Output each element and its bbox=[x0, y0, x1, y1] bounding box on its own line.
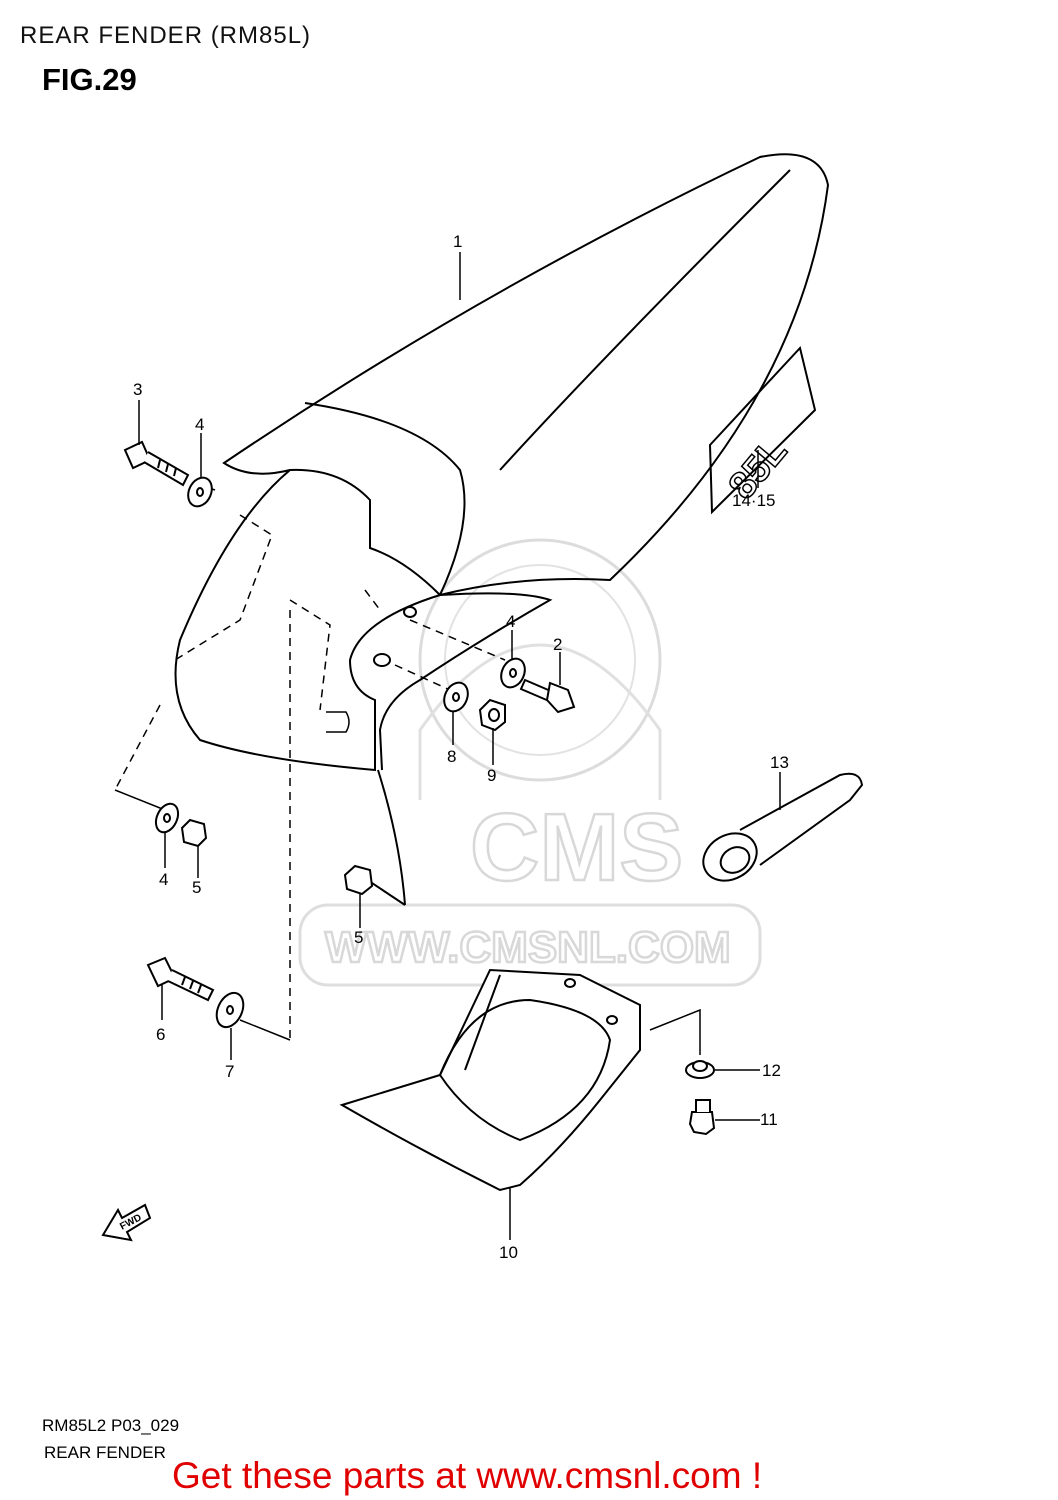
nut-9 bbox=[478, 698, 506, 732]
washer-4-right bbox=[500, 657, 526, 689]
diagram-code: RM85L2 P03_029 bbox=[42, 1416, 180, 1435]
callout-labels: 1 2 3 4 4 4 5 5 6 7 8 9 10 11 12 13 14·1… bbox=[133, 232, 789, 1262]
diagram-subtitle: REAR FENDER bbox=[44, 1443, 166, 1462]
nut-5-center bbox=[343, 864, 374, 896]
emblem-decal: 85L bbox=[708, 345, 817, 515]
callout-11: 11 bbox=[760, 1110, 778, 1129]
callout-7: 7 bbox=[225, 1062, 234, 1081]
callout-6: 6 bbox=[156, 1025, 165, 1044]
solid-leaders bbox=[114, 789, 291, 1041]
callout-2: 2 bbox=[553, 635, 562, 654]
callout-12: 12 bbox=[762, 1061, 781, 1080]
leader-12-mudguard bbox=[649, 1008, 701, 1055]
bolt-2 bbox=[519, 678, 576, 714]
washer-4-bottom bbox=[154, 802, 180, 834]
callout-8: 8 bbox=[447, 747, 456, 766]
nut-12 bbox=[685, 1060, 715, 1079]
callout-5-left: 5 bbox=[192, 878, 201, 897]
bolt-3 bbox=[123, 440, 190, 487]
callout-leaders bbox=[138, 252, 781, 1240]
callout-4-bottom: 4 bbox=[159, 870, 168, 889]
callout-1: 1 bbox=[453, 232, 462, 251]
callout-4-right: 4 bbox=[506, 612, 515, 631]
bolt-11 bbox=[688, 1099, 716, 1136]
washer-4-top bbox=[187, 476, 213, 508]
watermark-brand: CMS bbox=[470, 794, 683, 901]
watermark: CMS WWW.CMSNL.COM bbox=[298, 538, 762, 987]
washer-8 bbox=[443, 681, 469, 713]
figure-number: FIG.29 bbox=[42, 62, 137, 97]
callout-3: 3 bbox=[133, 380, 142, 399]
callout-4-top: 4 bbox=[195, 415, 204, 434]
mud-guard-10 bbox=[339, 968, 641, 1192]
watermark-url: WWW.CMSNL.COM bbox=[325, 923, 731, 972]
callout-13: 13 bbox=[770, 753, 789, 772]
nut-5-left bbox=[180, 818, 208, 848]
callout-9: 9 bbox=[487, 766, 496, 785]
promo-link[interactable]: Get these parts at www.cmsnl.com ! bbox=[172, 1455, 763, 1496]
fwd-arrow-icon: FWD bbox=[101, 1203, 152, 1242]
page-title: REAR FENDER (RM85L) bbox=[20, 22, 312, 49]
washer-7 bbox=[215, 991, 245, 1029]
callout-14-15: 14·15 bbox=[732, 491, 775, 510]
bolt-6 bbox=[146, 956, 215, 1002]
rear-fender bbox=[174, 153, 830, 906]
bracket-13 bbox=[702, 772, 864, 882]
callout-5-center: 5 bbox=[354, 928, 363, 947]
callout-10: 10 bbox=[499, 1243, 518, 1262]
